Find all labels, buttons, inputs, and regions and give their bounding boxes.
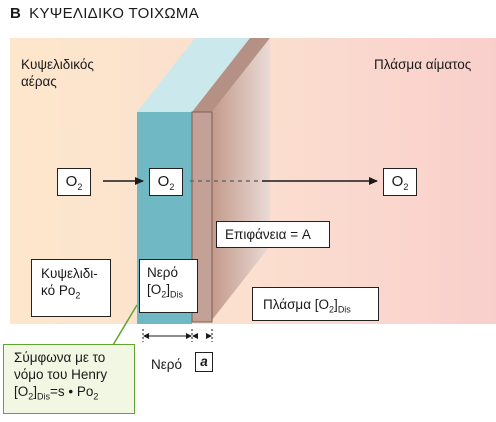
o2-alveolar-box: O2 <box>57 168 91 196</box>
membrane-side <box>212 38 270 320</box>
membrane-thickness-symbol: a <box>195 352 213 372</box>
o2-water-box: O2 <box>149 168 183 196</box>
blood-plasma-label: Πλάσμα αίματος <box>374 57 472 72</box>
alveolar-air-line2: αέρας <box>21 74 57 89</box>
water-o2-dis-box: Νερό [O2]Dis <box>139 259 198 313</box>
henry-law-note: Σύμφωνα με το νόμο του Henry [O2]Dis=s •… <box>3 344 135 414</box>
o2-plasma-box: O2 <box>383 168 417 196</box>
note-leader-line <box>112 304 138 346</box>
figure-letter: B <box>10 5 22 22</box>
surface-area-box: Επιφάνεια = A <box>216 221 330 248</box>
alveolar-po2-box: Κυψελιδι- κό Po2 <box>31 259 111 317</box>
plasma-o2-dis-box: Πλάσμα [O2]Dis <box>252 287 379 321</box>
alveolar-air-label: Κυψελιδικός αέρας <box>21 56 94 90</box>
membrane-top <box>192 38 270 112</box>
figure-title-text: ΚΥΨΕΛΙΔΙΚΟ ΤΟΙΧΩΜΑ <box>29 5 200 22</box>
alveolar-air-line1: Κυψελιδικός <box>21 57 94 72</box>
water-layer-top <box>137 38 250 112</box>
water-thickness-label: Νερό <box>151 357 182 372</box>
figure-title: B ΚΥΨΕΛΙΔΙΚΟ ΤΟΙΧΩΜΑ <box>10 5 199 22</box>
